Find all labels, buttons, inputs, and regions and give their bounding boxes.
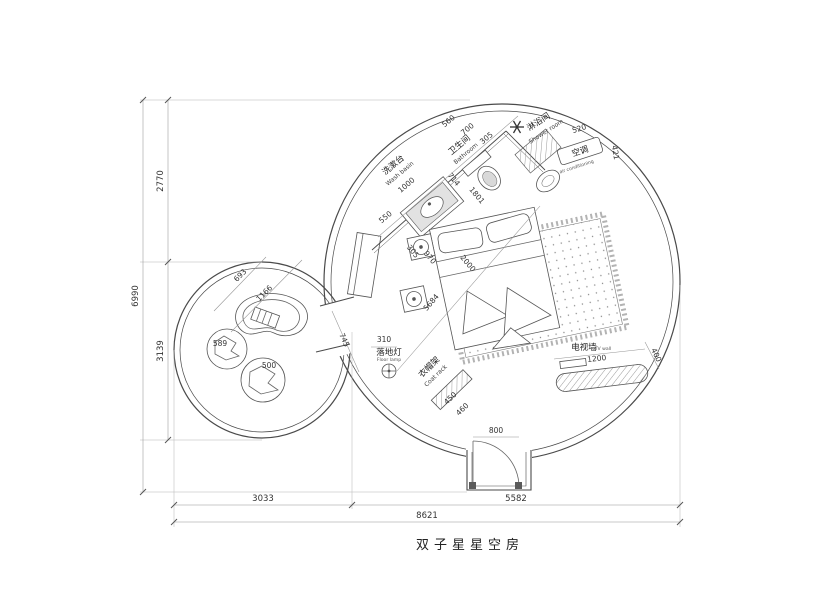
bed: [429, 206, 561, 351]
dim-label-bottom-total: 8621: [416, 511, 438, 521]
dim-line-1166: [230, 259, 303, 333]
dim-label-500: 500: [262, 361, 277, 370]
dim-label-589: 589: [213, 339, 228, 348]
pillow-left: [437, 227, 484, 254]
dim-line-745: [331, 310, 360, 373]
ac-unit: 空调: [556, 136, 604, 166]
blanket-fold-2: [503, 286, 552, 336]
dim-label-460: 460: [454, 401, 471, 418]
dim-ticks: [170, 501, 684, 526]
coat-rack: [430, 369, 473, 411]
stone-seat-1: [206, 328, 248, 370]
bedside-table-2: [399, 285, 429, 313]
wash-basin: [399, 176, 465, 238]
closet: [346, 232, 382, 298]
dim-label-1801: 1801: [467, 185, 486, 206]
door-latch-block: [515, 482, 522, 489]
tv-wall-label-en: TV wall: [594, 346, 612, 352]
dim-line-693: [213, 256, 267, 312]
dim-label-550: 550: [377, 209, 394, 225]
drawing-title: 双子星星空房: [416, 537, 524, 553]
dim-label-421: 421: [610, 145, 621, 161]
entrance-vestibule: [466, 440, 532, 491]
blanket-fold-3: [491, 327, 532, 350]
floor-lamp-label-zh: 落地灯: [376, 347, 402, 358]
dim-label-left-upper: 2770: [156, 170, 166, 192]
dim-line-1200: [553, 348, 646, 360]
dim-label-310: 310: [377, 335, 392, 344]
tv-wall-label-zh: 电视墙: [571, 342, 597, 353]
tv-set: [559, 357, 587, 370]
dim-ticks: [139, 96, 172, 496]
dim-label-520: 520: [571, 122, 588, 135]
ac-label-zh: 空调: [570, 144, 590, 160]
dim-line-bath-chain: [377, 115, 519, 238]
passage-wall-bottom: [315, 343, 351, 353]
door-hinge-block: [469, 482, 476, 489]
dim-label-305t: 305: [478, 130, 495, 146]
pedestal-sink: [536, 169, 560, 193]
dim-label-1200: 1200: [587, 353, 607, 364]
dim-line-diag: [396, 205, 541, 372]
pillow-right: [486, 213, 532, 243]
dim-label-700: 700: [459, 121, 476, 137]
shower-tray: [514, 128, 562, 174]
floor-lamp-label-en: Floor lamp: [377, 357, 401, 363]
dim-label-left-total: 6990: [131, 285, 141, 307]
dim-label-560: 560: [440, 113, 457, 129]
tv-wall-cabinet: [555, 364, 649, 392]
dim-line-400: [644, 341, 660, 370]
floor-lamp-icon: [381, 363, 397, 379]
entrance-door-swing: [472, 440, 520, 488]
dim-label-entry: 800: [489, 426, 504, 435]
bedside-table-1: [406, 233, 436, 261]
shower-head-icon: [510, 120, 524, 134]
stone-seat-2: [240, 357, 286, 403]
dim-label-left-lower: 3139: [156, 340, 166, 362]
toilet: [461, 149, 501, 191]
blanket-fold-1: [462, 290, 510, 335]
passage-opening: [308, 296, 366, 362]
passage-wall-top: [319, 296, 355, 307]
dim-label-bottom-left: 3033: [252, 494, 274, 504]
dim-label-bottom-right: 5582: [505, 494, 527, 504]
bench: [250, 306, 281, 329]
